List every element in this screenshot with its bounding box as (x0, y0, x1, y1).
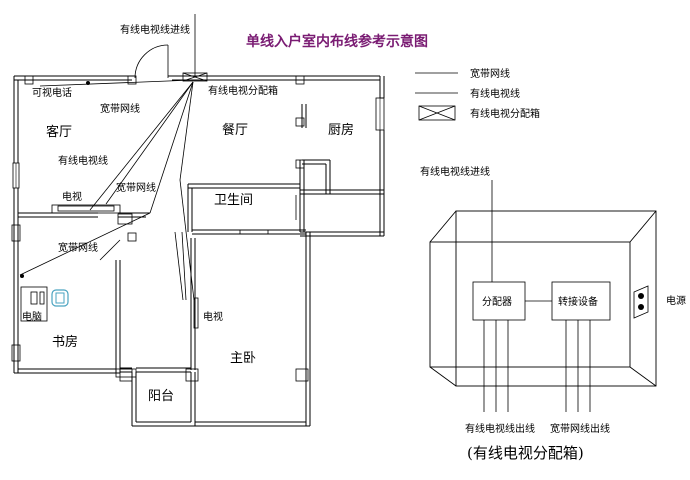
legend-label-broadband: 宽带网线 (470, 67, 510, 80)
power-socket-icon (633, 285, 649, 319)
legend-label-box: 有线电视分配箱 (470, 107, 540, 120)
computer-label: 电脑 (22, 310, 42, 323)
legend: 宽带网线 有线电视线 有线电视分配箱 (415, 67, 540, 121)
computer-desk (20, 286, 69, 322)
box-caption: (有线电视分配箱) (467, 444, 584, 462)
wire-living-tv (89, 81, 194, 211)
wire-bedroom (179, 81, 194, 181)
distribution-box-diagram: 有线电视线进线 分配器 转接设备 电源 有线电视线出线 宽带网线出线 (有线电视… (420, 165, 686, 462)
converter-box (551, 281, 611, 321)
legend-label-cabletv: 有线电视线 (470, 87, 520, 100)
room-dining: 餐厅 (222, 122, 248, 138)
splitter-label: 分配器 (482, 296, 512, 308)
diagram-title: 单线入户室内布线参考示意图 (246, 33, 428, 50)
entrance-door (134, 44, 169, 79)
broadband-label-living: 宽带网线 (100, 102, 140, 115)
tv-stand (51, 204, 133, 225)
room-study: 书房 (52, 334, 78, 350)
room-balcony: 阳台 (148, 389, 174, 404)
floor-plan: 有线电视线进线 有线电视分配箱 可视电话 宽带网线 有线电视线 宽带网线 电视 … (11, 14, 385, 427)
room-living: 客厅 (46, 124, 72, 140)
wire-living-net (105, 81, 194, 205)
bathroom-fixture (239, 229, 269, 235)
incoming-line-label: 有线电视线进线 (120, 23, 190, 36)
legend-box-icon (418, 105, 456, 121)
broadband-label-middle: 宽带网线 (116, 181, 156, 194)
distribution-box-label: 有线电视分配箱 (208, 84, 278, 97)
wiring (19, 14, 196, 301)
tv-out-label: 有线电视线出线 (465, 422, 535, 435)
box-incoming-label: 有线电视线进线 (420, 165, 490, 178)
room-master: 主卧 (230, 351, 256, 366)
bedroom-tv-plate (193, 297, 199, 329)
interior-doors (99, 195, 297, 301)
phone-label: 可视电话 (32, 86, 72, 99)
wire-study (149, 81, 194, 214)
distribution-box-symbol (182, 72, 208, 82)
room-bathroom: 卫生间 (214, 193, 253, 208)
room-kitchen: 厨房 (328, 122, 354, 138)
power-label: 电源 (666, 294, 686, 307)
tv-label-bedroom: 电视 (203, 310, 223, 323)
wire-phone (39, 79, 194, 87)
windows (11, 75, 385, 382)
net-out-label: 宽带网线出线 (550, 422, 610, 435)
outer-walls (13, 75, 385, 427)
tv-label-living: 电视 (62, 190, 82, 203)
converter-label: 转接设备 (558, 295, 598, 308)
broadband-label-study: 宽带网线 (58, 241, 98, 254)
cable-tv-label: 有线电视线 (58, 154, 108, 167)
